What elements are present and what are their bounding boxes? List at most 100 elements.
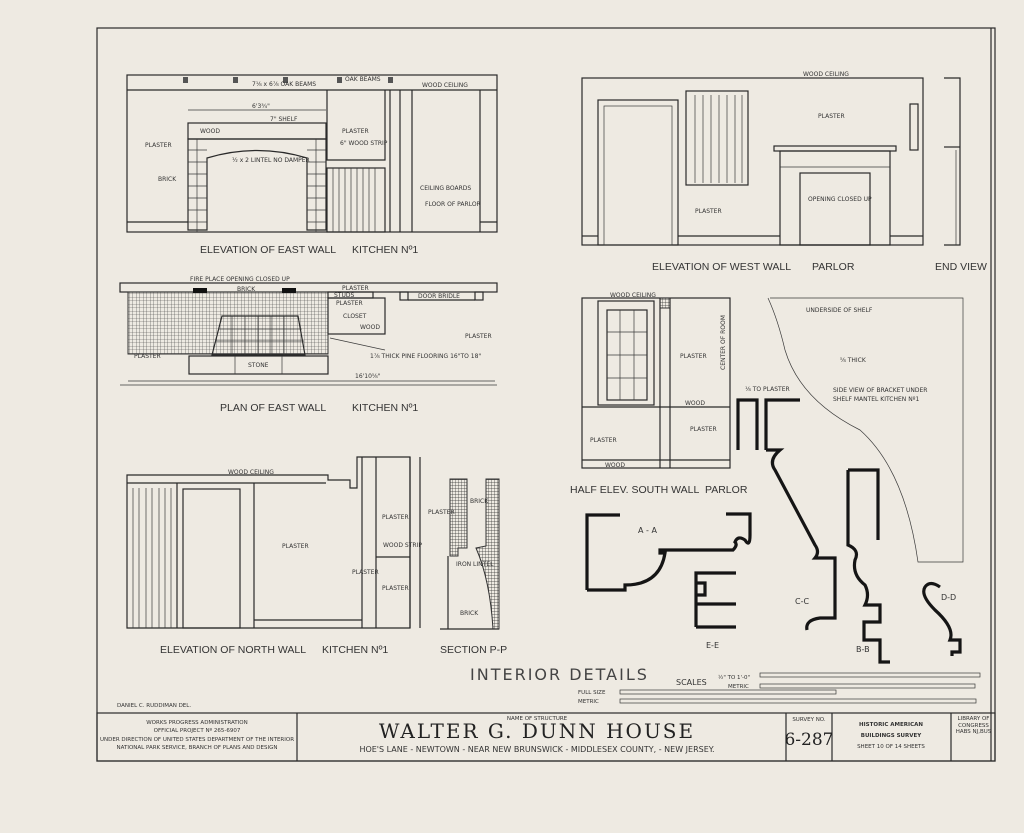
location: HOE'S LANE - NEWTOWN - NEAR NEW BRUNSWIC… xyxy=(359,745,714,754)
label: OAK BEAMS xyxy=(345,76,381,83)
label: PLASTER xyxy=(336,300,363,307)
label: BRICK xyxy=(158,176,177,183)
name-caption: NAME OF STRUCTURE xyxy=(507,716,568,722)
view-title: SECTION P-P xyxy=(440,644,507,656)
view-title: PLAN OF EAST WALL xyxy=(220,402,326,414)
label: WOOD STRIP xyxy=(383,542,422,549)
label: WOOD xyxy=(360,324,380,331)
label: FLOOR OF PARLOR xyxy=(425,201,481,208)
label: FIRE PLACE OPENING CLOSED UP xyxy=(190,276,290,283)
end-view: END VIEW xyxy=(935,77,987,273)
section-a-a-profile xyxy=(585,513,620,590)
label: 1⅞ THICK PINE FLOORING 16"TO 18" xyxy=(370,353,481,360)
label: PLASTER xyxy=(134,353,161,360)
label: STUDS xyxy=(334,292,354,299)
label: PLASTER xyxy=(818,113,845,120)
label: PLASTER xyxy=(695,208,722,215)
south-wall-elevation: WOOD CEILING PLASTER CENTER OF ROOM WOOD… xyxy=(570,292,748,496)
survey-number: 6-287 xyxy=(784,730,833,750)
section-label: B-B xyxy=(856,645,870,654)
label: OPENING CLOSED UP xyxy=(808,196,872,203)
label: BRICK xyxy=(237,286,256,293)
label: SHELF MANTEL KITCHEN Nº1 xyxy=(833,396,920,403)
project-number: OFFICIAL PROJECT Nº 265-6907 xyxy=(154,727,241,734)
section-label: D-D xyxy=(941,593,956,602)
habs-line: HISTORIC AMERICAN xyxy=(859,722,923,728)
label: PLASTER xyxy=(382,514,409,521)
label: PLASTER xyxy=(590,437,617,444)
view-title: ELEVATION OF EAST WALL xyxy=(200,244,336,256)
label: WOOD xyxy=(200,128,220,135)
label: PLASTER xyxy=(342,128,369,135)
section-p-p: PLASTER BRICK IRON LINTEL BRICK SECTION … xyxy=(428,478,507,656)
label: BRICK xyxy=(470,498,489,505)
label: PLASTER xyxy=(352,569,379,576)
view-title: ELEVATION OF NORTH WALL xyxy=(160,644,306,656)
scale-bars: SCALES ½" TO 1'-0" METRIC FULL SIZE METR… xyxy=(578,672,981,705)
label: CEILING BOARDS xyxy=(420,185,471,192)
label: BRICK xyxy=(460,610,479,617)
agency-line: UNDER DIRECTION OF UNITED STATES DEPARTM… xyxy=(100,737,294,743)
label: PLASTER xyxy=(428,509,455,516)
label: PLASTER xyxy=(282,543,309,550)
scale-label: ½" TO 1'-0" xyxy=(718,674,750,681)
label: PLASTER xyxy=(342,285,369,292)
library-stamp: LIBRARY OF CONGRESS HABS NJ,BUS xyxy=(955,716,992,735)
view-title: ELEVATION OF WEST WALL xyxy=(652,261,791,273)
molding-profiles: A - A C-C B-B D-D E-E xyxy=(585,398,962,664)
label: PLASTER xyxy=(690,426,717,433)
view-title: HALF ELEV. SOUTH WALL xyxy=(570,484,700,496)
label: UNDERSIDE OF SHELF xyxy=(806,307,873,314)
scale-label: FULL SIZE xyxy=(578,690,606,696)
label: WOOD xyxy=(685,400,705,407)
dimension: 6'3¾" xyxy=(252,103,270,110)
view-room: PARLOR xyxy=(705,484,748,496)
view-room: KITCHEN Nº1 xyxy=(352,402,418,414)
plan-of-east-wall: FIRE PLACE OPENING CLOSED UP BRICK PLAST… xyxy=(119,276,498,414)
view-room: KITCHEN Nº1 xyxy=(352,244,418,256)
label: 6" WOOD STRIP xyxy=(340,140,388,147)
label: CLOSET xyxy=(343,313,367,320)
title-block: WORKS PROGRESS ADMINISTRATION OFFICIAL P… xyxy=(96,712,996,762)
agency-line: NATIONAL PARK SERVICE, BRANCH OF PLANS A… xyxy=(117,745,278,751)
section-e-e-profile xyxy=(694,571,736,629)
east-wall-elevation: 7⅛ x 6⅞ OAK BEAMS OAK BEAMS WOOD CEILING… xyxy=(126,74,498,256)
label: 7" SHELF xyxy=(270,116,298,123)
label: SIDE VIEW OF BRACKET UNDER xyxy=(833,387,927,394)
label: PLASTER xyxy=(465,333,492,340)
label: ⅝ THICK xyxy=(840,357,867,364)
label: WOOD CEILING xyxy=(422,82,468,89)
habs-line: BUILDINGS SURVEY xyxy=(861,733,922,739)
north-wall-elevation: WOOD CEILING PLASTER PLASTER WOOD STRIP … xyxy=(126,456,422,656)
section-label: A - A xyxy=(638,526,657,535)
section-label: C-C xyxy=(795,597,809,606)
label: STONE xyxy=(248,362,269,369)
label: WOOD CEILING xyxy=(803,71,849,78)
section-b-b-profile xyxy=(846,470,890,664)
label: 7⅛ x 6⅞ OAK BEAMS xyxy=(252,81,316,88)
structure-name: WALTER G. DUNN HOUSE xyxy=(379,719,695,743)
west-wall-elevation: WOOD CEILING PLASTER PLASTER OPENING CLO… xyxy=(581,71,924,273)
view-title: END VIEW xyxy=(935,261,987,273)
section-d-d-profile xyxy=(922,581,962,656)
label: CENTER OF ROOM xyxy=(720,315,727,370)
view-room: KITCHEN Nº1 xyxy=(322,644,388,656)
bracket-side-view: UNDERSIDE OF SHELF ⅝ THICK SIDE VIEW OF … xyxy=(745,297,964,563)
view-room: PARLOR xyxy=(812,261,855,273)
label: WOOD CEILING xyxy=(228,469,274,476)
survey-caption: SURVEY NO. xyxy=(792,717,826,723)
scale-label: METRIC xyxy=(728,684,749,690)
label: DOOR BRIDLE xyxy=(418,293,460,300)
scale-label: METRIC xyxy=(578,699,599,705)
section-c-c-profile xyxy=(766,448,837,631)
label: IRON LINTEL xyxy=(456,561,494,568)
label: WOOD CEILING xyxy=(610,292,656,299)
delineator: DANIEL C. RUDDIMAN DEL. xyxy=(117,703,191,709)
dimension: 16'10⅝" xyxy=(355,373,381,380)
scales-label: SCALES xyxy=(676,678,707,687)
sheet-heading: INTERIOR DETAILS xyxy=(470,665,649,684)
section-label: E-E xyxy=(706,641,719,650)
label: ½ x 2 LINTEL NO DAMPER xyxy=(232,157,310,164)
label: WOOD xyxy=(605,462,625,469)
